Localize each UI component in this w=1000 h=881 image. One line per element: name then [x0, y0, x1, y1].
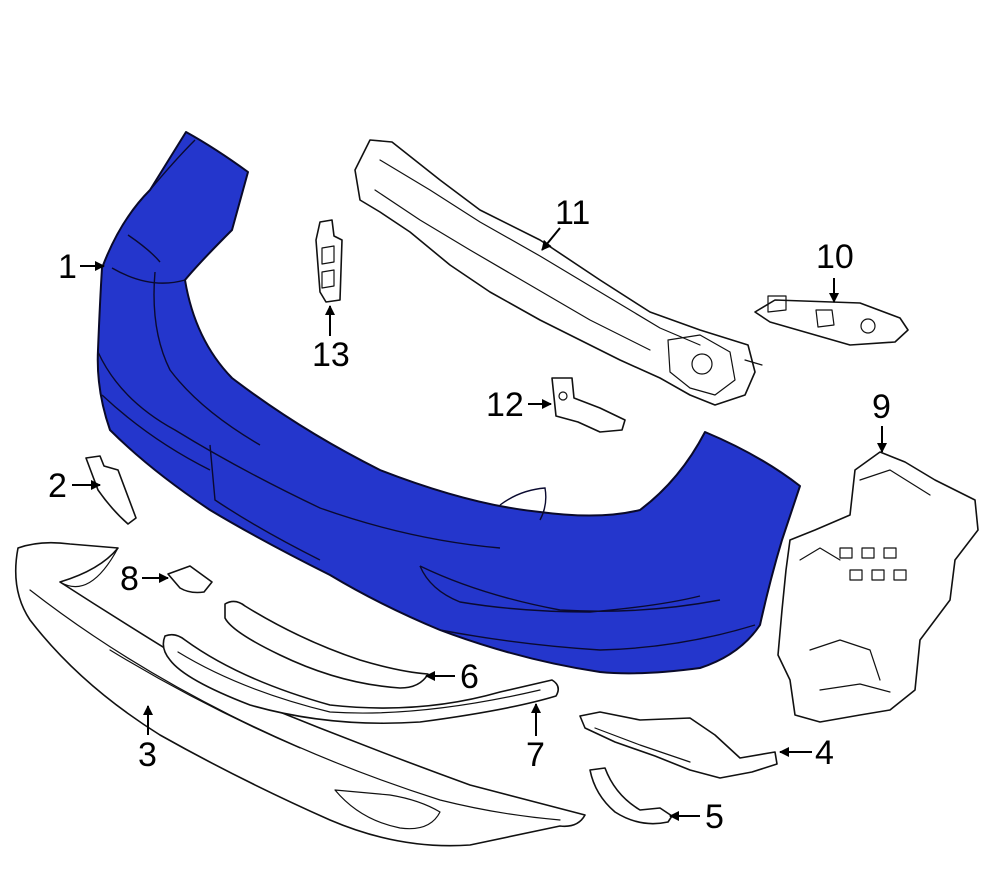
part-13-bracket[interactable]	[315, 219, 343, 303]
part-12-bracket[interactable]	[551, 377, 626, 433]
callout-number: 2	[48, 467, 67, 505]
callout-arrow	[541, 227, 561, 251]
part-7-trim-strip[interactable]	[162, 633, 560, 725]
callout-6: 6	[425, 658, 479, 696]
callout-5: 5	[669, 798, 724, 836]
callout-11: 11	[541, 194, 590, 251]
callout-number: 13	[312, 336, 350, 374]
part-3-lower-valance[interactable]	[14, 541, 586, 847]
part-10-sensor-bracket[interactable]	[754, 295, 909, 346]
callout-number: 12	[486, 386, 524, 424]
callout-8: 8	[120, 560, 169, 598]
callout-12: 12	[486, 386, 552, 424]
callout-number: 9	[872, 388, 891, 426]
callout-number: 10	[816, 238, 854, 276]
callout-number: 1	[58, 248, 77, 286]
part-5-strap[interactable]	[589, 767, 673, 825]
callout-4: 4	[779, 734, 834, 772]
callout-10: 10	[816, 238, 854, 303]
callout-number: 11	[555, 194, 590, 232]
part-8-cover[interactable]	[167, 565, 213, 594]
callout-number: 6	[460, 658, 479, 696]
callout-number: 4	[815, 734, 834, 772]
callout-number: 3	[138, 736, 157, 774]
callout-13: 13	[312, 305, 350, 374]
part-6-reflector-strip[interactable]	[224, 600, 429, 689]
part-9-side-bracket[interactable]	[777, 451, 979, 723]
callout-1: 1	[58, 248, 105, 286]
callout-7: 7	[526, 703, 545, 774]
callout-number: 5	[705, 798, 724, 836]
callout-2: 2	[48, 467, 101, 505]
callout-number: 7	[526, 736, 545, 774]
part-11-reinforcement-beam[interactable]	[354, 139, 763, 406]
part-2-bracket[interactable]	[85, 455, 137, 525]
callout-3: 3	[138, 705, 157, 774]
part-4-exhaust-bracket[interactable]	[579, 711, 778, 779]
part-1-bumper-cover[interactable]	[96, 131, 801, 675]
callout-number: 8	[120, 560, 139, 598]
callout-9: 9	[872, 388, 891, 453]
bumper-cover-body	[96, 131, 801, 675]
